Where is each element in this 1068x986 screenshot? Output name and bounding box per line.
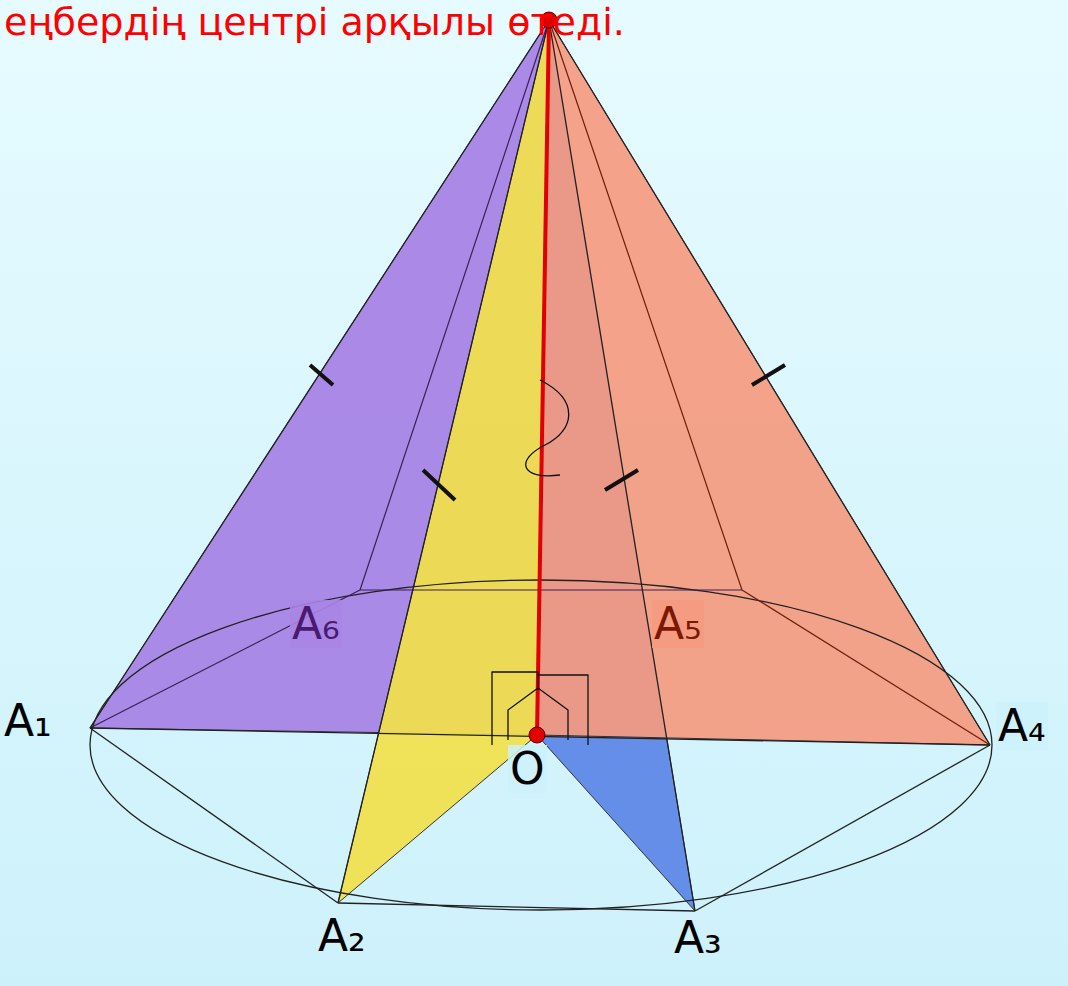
vertex-label: A₆ bbox=[290, 600, 342, 648]
vertex-label: A₄ bbox=[996, 702, 1048, 750]
heading-text: еңбердің центрі арқылы өтеді. bbox=[2, 2, 627, 44]
vertex-label: A₂ bbox=[316, 912, 368, 960]
vertex-label: A₅ bbox=[652, 600, 704, 648]
vertex-label: A₁ bbox=[2, 697, 54, 745]
point-label: O bbox=[508, 745, 547, 793]
vertex-label: A₃ bbox=[672, 914, 724, 962]
